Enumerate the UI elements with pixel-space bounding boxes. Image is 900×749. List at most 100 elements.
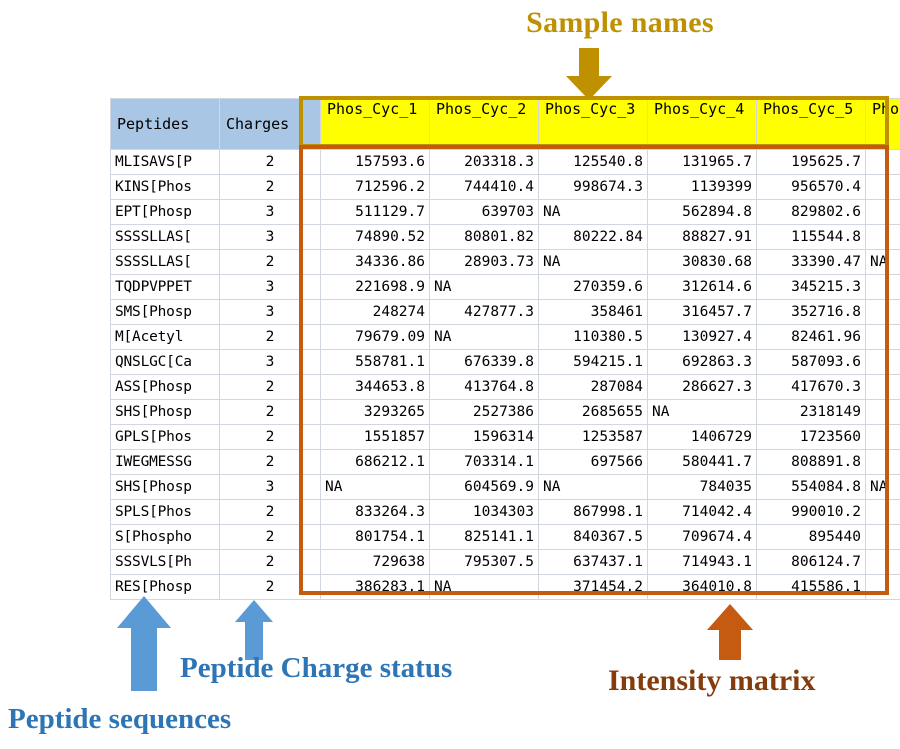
intensity-cell[interactable]: 270359.6 bbox=[538, 274, 648, 300]
intensity-cell[interactable]: 806124.7 bbox=[756, 549, 866, 575]
intensity-cell[interactable]: 386283.1 bbox=[320, 574, 430, 600]
peptide-sequence-cell[interactable]: IWEGMESSG bbox=[110, 449, 220, 475]
intensity-cell[interactable]: 344653.8 bbox=[320, 374, 430, 400]
intensity-cell[interactable]: 2318149 bbox=[756, 399, 866, 425]
peptide-sequence-cell[interactable]: MLISAVS[P bbox=[110, 149, 220, 175]
column-header-charges[interactable]: Charges bbox=[219, 98, 321, 150]
intensity-cell[interactable]: NA bbox=[865, 474, 900, 500]
intensity-cell[interactable]: NA bbox=[538, 249, 648, 275]
intensity-cell[interactable]: 131965.7 bbox=[647, 149, 757, 175]
intensity-cell[interactable]: 1120046 bbox=[865, 174, 900, 200]
intensity-cell[interactable]: 697566 bbox=[538, 449, 648, 475]
charge-cell[interactable]: 3 bbox=[219, 199, 321, 225]
intensity-cell[interactable]: 895440 bbox=[756, 524, 866, 550]
intensity-cell[interactable]: 195625.7 bbox=[756, 149, 866, 175]
peptide-sequence-cell[interactable]: M[Acetyl bbox=[110, 324, 220, 350]
intensity-cell[interactable]: 30830.68 bbox=[647, 249, 757, 275]
intensity-cell[interactable]: 795307.5 bbox=[429, 549, 539, 575]
intensity-cell[interactable]: 155724.4 bbox=[865, 324, 900, 350]
intensity-cell[interactable]: 415586.1 bbox=[756, 574, 866, 600]
intensity-cell[interactable]: 1406729 bbox=[647, 424, 757, 450]
intensity-cell[interactable]: 125540.8 bbox=[538, 149, 648, 175]
intensity-cell[interactable]: 80334.69 bbox=[865, 224, 900, 250]
intensity-cell[interactable]: 295301.9 bbox=[865, 374, 900, 400]
peptide-sequence-cell[interactable]: SMS[Phosp bbox=[110, 299, 220, 325]
intensity-cell[interactable]: 74890.52 bbox=[320, 224, 430, 250]
charge-cell[interactable]: 2 bbox=[219, 374, 321, 400]
intensity-cell[interactable]: NA bbox=[429, 324, 539, 350]
intensity-cell[interactable]: 1253587 bbox=[538, 424, 648, 450]
intensity-cell[interactable]: NA bbox=[320, 474, 430, 500]
intensity-cell[interactable]: 913974.4 bbox=[865, 524, 900, 550]
charge-cell[interactable]: 2 bbox=[219, 174, 321, 200]
intensity-cell[interactable]: 130927.4 bbox=[647, 324, 757, 350]
charge-cell[interactable]: 3 bbox=[219, 474, 321, 500]
charge-cell[interactable]: 2 bbox=[219, 449, 321, 475]
intensity-cell[interactable]: 373595.6 bbox=[865, 574, 900, 600]
intensity-cell[interactable]: 4120553 bbox=[865, 399, 900, 425]
charge-cell[interactable]: 2 bbox=[219, 574, 321, 600]
intensity-cell[interactable]: 203318.3 bbox=[429, 149, 539, 175]
peptide-sequence-cell[interactable]: EPT[Phosp bbox=[110, 199, 220, 225]
peptide-sequence-cell[interactable]: S[Phospho bbox=[110, 524, 220, 550]
charge-cell[interactable]: 2 bbox=[219, 149, 321, 175]
intensity-cell[interactable]: 417670.3 bbox=[756, 374, 866, 400]
intensity-cell[interactable]: 580441.7 bbox=[647, 449, 757, 475]
intensity-cell[interactable]: 554084.8 bbox=[756, 474, 866, 500]
column-header-sample-4[interactable]: Phos_Cyc_4 bbox=[647, 98, 757, 150]
intensity-cell[interactable]: 413764.8 bbox=[429, 374, 539, 400]
intensity-cell[interactable]: 709674.4 bbox=[647, 524, 757, 550]
intensity-cell[interactable]: 79679.09 bbox=[320, 324, 430, 350]
intensity-cell[interactable]: 180664.5 bbox=[865, 149, 900, 175]
peptide-sequence-cell[interactable]: SHS[Phosp bbox=[110, 399, 220, 425]
charge-cell[interactable]: 2 bbox=[219, 399, 321, 425]
intensity-cell[interactable]: 3293265 bbox=[320, 399, 430, 425]
intensity-cell[interactable]: 558781.1 bbox=[320, 349, 430, 375]
peptide-sequence-cell[interactable]: SHS[Phosp bbox=[110, 474, 220, 500]
intensity-cell[interactable]: 829802.6 bbox=[756, 199, 866, 225]
peptide-intensity-table[interactable]: Peptides Charges Phos_Cyc_1 Phos_Cyc_2 P… bbox=[110, 98, 900, 600]
peptide-sequence-cell[interactable]: SSSSLLAS[ bbox=[110, 249, 220, 275]
intensity-cell[interactable]: 2527386 bbox=[429, 399, 539, 425]
peptide-sequence-cell[interactable]: RES[Phosp bbox=[110, 574, 220, 600]
charge-cell[interactable]: 3 bbox=[219, 224, 321, 250]
intensity-cell[interactable]: 34336.86 bbox=[320, 249, 430, 275]
intensity-cell[interactable]: 358461 bbox=[538, 299, 648, 325]
intensity-cell[interactable]: 801754.1 bbox=[320, 524, 430, 550]
charge-cell[interactable]: 3 bbox=[219, 349, 321, 375]
column-header-sample-1[interactable]: Phos_Cyc_1 bbox=[320, 98, 430, 150]
column-header-sample-5[interactable]: Phos_Cyc_5 bbox=[756, 98, 866, 150]
intensity-cell[interactable]: 316457.7 bbox=[647, 299, 757, 325]
charge-cell[interactable]: 2 bbox=[219, 249, 321, 275]
intensity-cell[interactable]: 88827.91 bbox=[647, 224, 757, 250]
intensity-cell[interactable]: 1502006 bbox=[865, 424, 900, 450]
intensity-cell[interactable]: NA bbox=[429, 574, 539, 600]
column-header-sample-3[interactable]: Phos_Cyc_3 bbox=[538, 98, 648, 150]
intensity-cell[interactable]: 287084 bbox=[538, 374, 648, 400]
intensity-cell[interactable]: 990010.2 bbox=[756, 499, 866, 525]
intensity-cell[interactable]: 594215.1 bbox=[538, 349, 648, 375]
intensity-cell[interactable]: 28903.73 bbox=[429, 249, 539, 275]
intensity-cell[interactable]: NA bbox=[538, 474, 648, 500]
charge-cell[interactable]: 2 bbox=[219, 499, 321, 525]
intensity-cell[interactable]: 867998.1 bbox=[538, 499, 648, 525]
intensity-cell[interactable]: 352716.8 bbox=[756, 299, 866, 325]
peptide-sequence-cell[interactable]: TQDPVPPET bbox=[110, 274, 220, 300]
intensity-cell[interactable]: 714943.1 bbox=[647, 549, 757, 575]
charge-cell[interactable]: 3 bbox=[219, 274, 321, 300]
intensity-cell[interactable]: 639703 bbox=[429, 199, 539, 225]
charge-cell[interactable]: 2 bbox=[219, 549, 321, 575]
intensity-cell[interactable]: 818071.6 bbox=[865, 549, 900, 575]
charge-cell[interactable]: 2 bbox=[219, 424, 321, 450]
peptide-sequence-cell[interactable]: ASS[Phosp bbox=[110, 374, 220, 400]
intensity-cell[interactable]: 80222.84 bbox=[538, 224, 648, 250]
intensity-cell[interactable]: 686212.1 bbox=[320, 449, 430, 475]
